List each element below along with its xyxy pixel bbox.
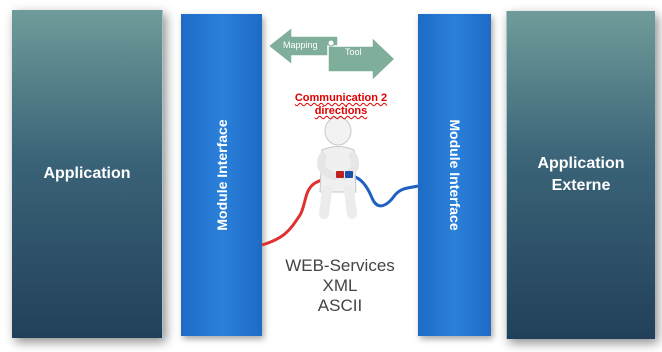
- application-externe-label-line1: Application: [537, 155, 625, 172]
- application-externe-label-line2: Externe: [551, 177, 611, 194]
- module-interface-right: Module Interface: [418, 14, 491, 336]
- communication-label: Communication 2 directions: [275, 92, 407, 118]
- tool-label: Tool: [345, 47, 362, 57]
- protocols-list: WEB-Services XML ASCII: [270, 256, 410, 316]
- application-label: Application: [43, 165, 131, 182]
- tool-arrow: [327, 35, 397, 83]
- application-externe-panel: Application Externe: [506, 11, 655, 339]
- module-interface-left: Module Interface: [181, 14, 262, 336]
- communication-line1: Communication 2: [294, 92, 388, 104]
- blue-cable: [351, 174, 419, 208]
- protocol-item: XML: [322, 276, 358, 295]
- person-holding-cables-icon: [317, 116, 360, 219]
- protocol-item: WEB-Services: [285, 256, 395, 275]
- protocol-item: ASCII: [317, 296, 363, 315]
- arrow-connector-icon: [327, 39, 335, 47]
- communication-line2: directions: [314, 105, 368, 117]
- mapping-label: Mapping: [283, 40, 318, 50]
- application-panel-left: Application: [12, 10, 163, 338]
